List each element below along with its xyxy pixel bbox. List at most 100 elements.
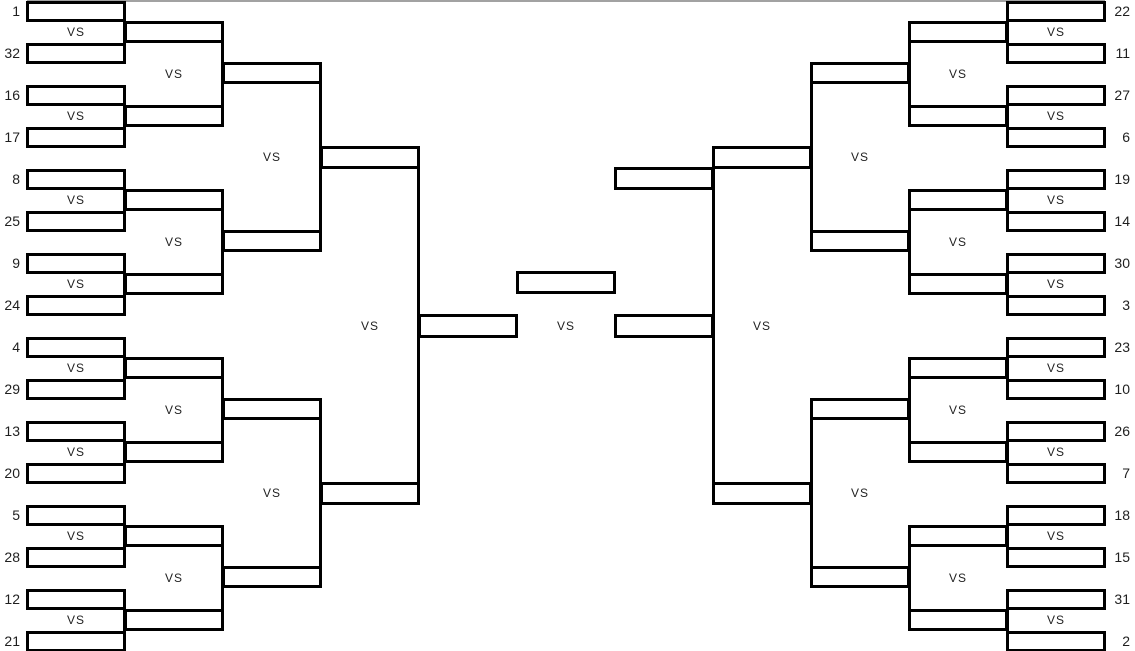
vs-label: VS: [1046, 109, 1066, 123]
finalist-slot: [614, 314, 714, 338]
round3-slot: [222, 398, 322, 420]
vs-label: VS: [66, 529, 86, 543]
vs-label: VS: [948, 67, 968, 81]
round2-slot: [124, 441, 224, 463]
vs-label: VS: [1046, 277, 1066, 291]
round1-seed-slot: [26, 589, 126, 610]
round1-seed-slot: [26, 127, 126, 148]
seed-number: 4: [12, 339, 20, 355]
vs-label: VS: [1046, 193, 1066, 207]
vs-label: VS: [164, 571, 184, 585]
champion-box: [516, 271, 616, 294]
vs-label: VS: [66, 613, 86, 627]
vs-label: VS: [262, 150, 282, 164]
seed-number: 8: [12, 171, 20, 187]
seed-number: 17: [4, 129, 20, 145]
round4-slot: [712, 482, 812, 505]
vs-label: VS: [948, 571, 968, 585]
round1-seed-slot: [26, 379, 126, 400]
seed-number: 7: [1122, 465, 1130, 481]
vs-label: VS: [164, 67, 184, 81]
round2-slot: [124, 273, 224, 295]
seed-number: 18: [1114, 507, 1130, 523]
seed-number: 29: [4, 381, 20, 397]
finalist-slot: [418, 314, 518, 338]
seed-number: 6: [1122, 129, 1130, 145]
seed-number: 26: [1114, 423, 1130, 439]
seed-number: 11: [1115, 45, 1130, 61]
round3-slot: [810, 398, 910, 420]
vs-label: VS: [1046, 613, 1066, 627]
round3-slot: [810, 230, 910, 252]
round1-seed-slot: [1006, 547, 1106, 568]
round1-seed-slot: [26, 169, 126, 190]
round1-seed-slot: [26, 463, 126, 484]
round1-seed-slot: [26, 631, 126, 651]
round1-seed-slot: [1006, 463, 1106, 484]
seed-number: 2: [1122, 633, 1130, 649]
round1-seed-slot: [1006, 589, 1106, 610]
round1-seed-slot: [26, 295, 126, 316]
round2-slot: [908, 441, 1008, 463]
round2-slot: [908, 273, 1008, 295]
vs-label: VS: [1046, 445, 1066, 459]
vs-label: VS: [164, 235, 184, 249]
round1-seed-slot: [26, 43, 126, 64]
round3-slot: [810, 566, 910, 588]
seed-number: 1: [12, 3, 20, 19]
round3-slot: [810, 62, 910, 84]
round1-seed-slot: [1006, 253, 1106, 274]
seed-number: 15: [1114, 549, 1130, 565]
vs-label: VS: [850, 486, 870, 500]
round1-seed-slot: [1006, 43, 1106, 64]
round4-slot: [320, 146, 420, 169]
round1-seed-slot: [26, 211, 126, 232]
round1-seed-slot: [1006, 421, 1106, 442]
round4-slot: [712, 146, 812, 169]
round1-seed-slot: [1006, 211, 1106, 232]
vs-label: VS: [556, 319, 576, 333]
round1-seed-slot: [1006, 85, 1106, 106]
round2-slot: [908, 357, 1008, 379]
round2-slot: [908, 525, 1008, 547]
vs-label: VS: [360, 319, 380, 333]
round3-slot: [222, 566, 322, 588]
vs-label: VS: [66, 445, 86, 459]
round1-seed-slot: [26, 1, 126, 22]
round4-slot: [320, 482, 420, 505]
round2-slot: [908, 609, 1008, 631]
seed-number: 13: [4, 423, 20, 439]
round2-slot: [124, 189, 224, 211]
seed-number: 12: [4, 591, 20, 607]
round1-seed-slot: [26, 253, 126, 274]
vs-label: VS: [948, 235, 968, 249]
round1-seed-slot: [1006, 505, 1106, 526]
seed-number: 28: [4, 549, 20, 565]
round1-seed-slot: [1006, 379, 1106, 400]
vs-label: VS: [850, 150, 870, 164]
seed-number: 25: [4, 213, 20, 229]
seed-number: 22: [1114, 3, 1130, 19]
round2-slot: [124, 525, 224, 547]
round2-slot: [124, 357, 224, 379]
seed-number: 27: [1114, 87, 1130, 103]
round1-seed-slot: [1006, 127, 1106, 148]
seed-number: 14: [1114, 213, 1130, 229]
round1-seed-slot: [1006, 631, 1106, 651]
vs-label: VS: [66, 25, 86, 39]
round3-slot: [222, 62, 322, 84]
round2-slot: [908, 105, 1008, 127]
vs-label: VS: [1046, 25, 1066, 39]
seed-number: 9: [12, 255, 20, 271]
vs-label: VS: [164, 403, 184, 417]
vs-label: VS: [66, 193, 86, 207]
vs-label: VS: [752, 319, 772, 333]
round1-seed-slot: [26, 85, 126, 106]
seed-number: 20: [4, 465, 20, 481]
seed-number: 19: [1114, 171, 1130, 187]
seed-number: 32: [4, 45, 20, 61]
seed-number: 5: [12, 507, 20, 523]
seed-number: 10: [1114, 381, 1130, 397]
round1-seed-slot: [1006, 295, 1106, 316]
